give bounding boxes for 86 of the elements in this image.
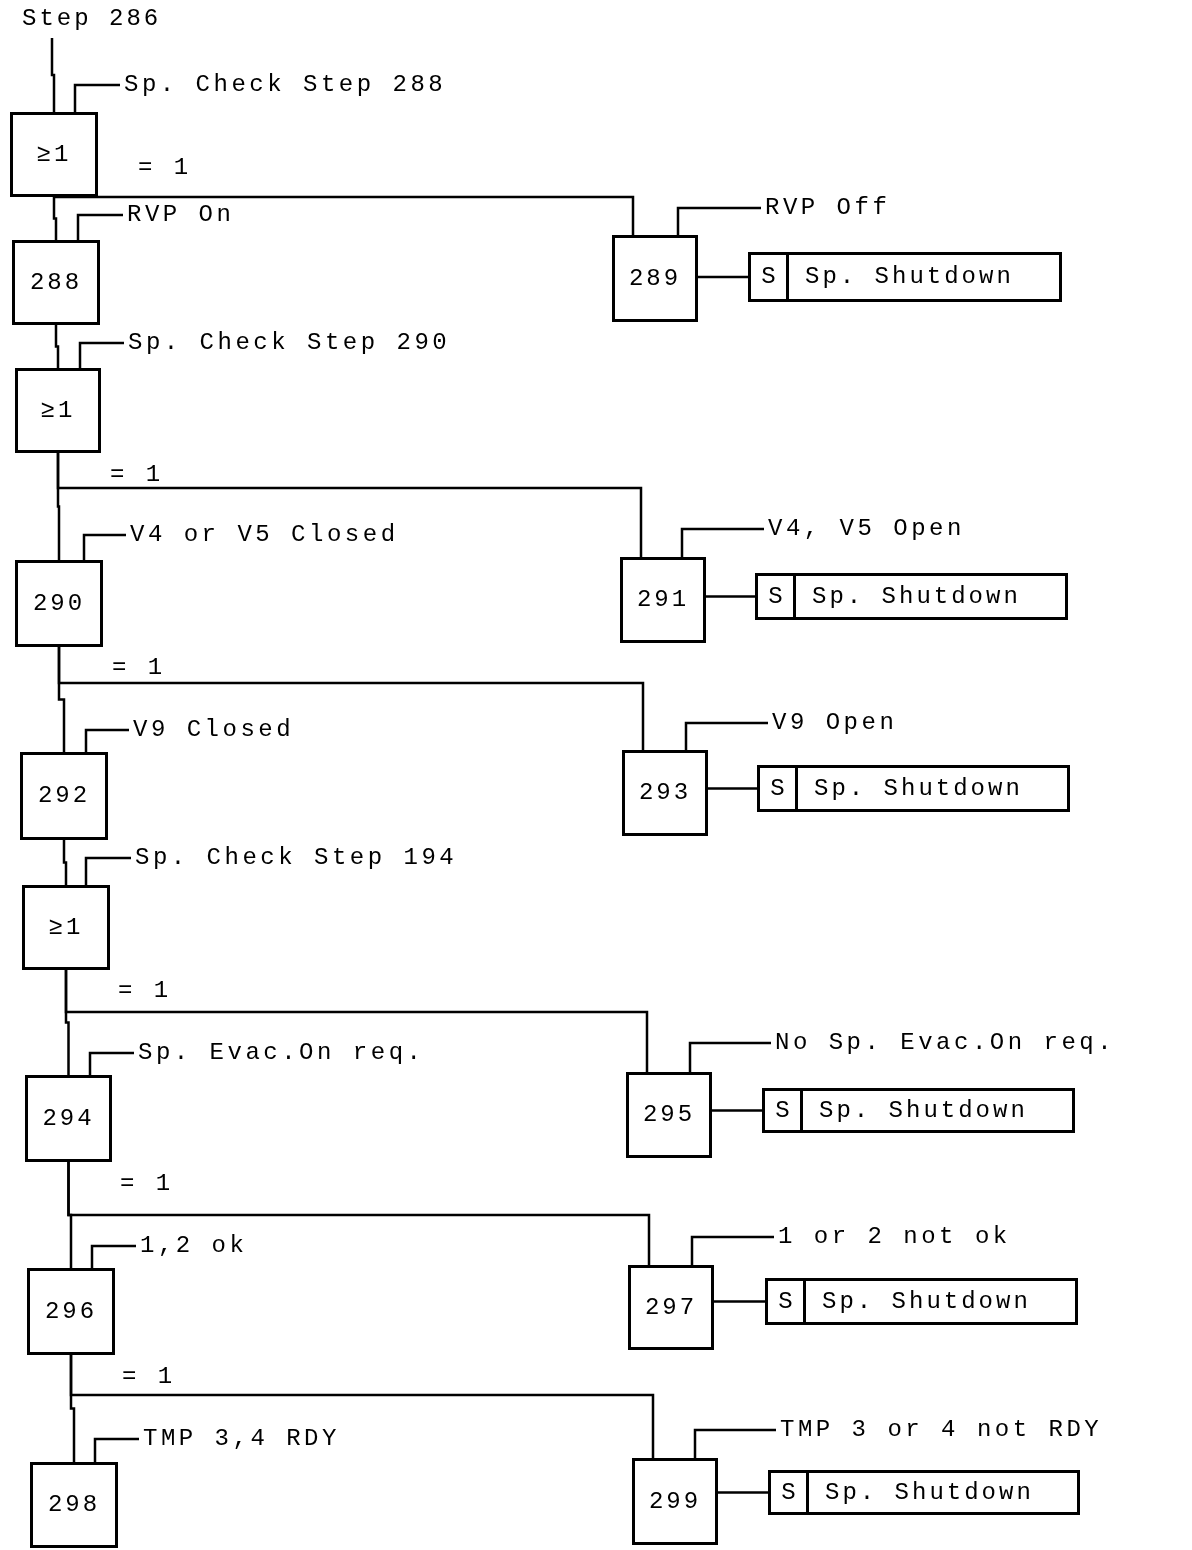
leader-line: [73, 83, 120, 112]
leader-line: [693, 1428, 776, 1458]
step-box: 297: [628, 1265, 714, 1350]
leader-line: [84, 728, 129, 752]
transition-condition: = 1: [118, 976, 172, 1006]
condition-label: RVP Off: [765, 193, 891, 223]
step-box: 290: [15, 560, 103, 647]
action-text: Sp. Shutdown: [811, 581, 1021, 612]
action-qualifier: S: [771, 1473, 809, 1512]
step-box: 299: [632, 1458, 718, 1545]
action-box: [768, 1470, 1080, 1515]
connector-line: [706, 595, 755, 598]
action-qualifier: S: [758, 576, 796, 617]
step-box: ≥1: [10, 112, 98, 197]
connector-line: [714, 1300, 765, 1303]
leader-line: [684, 721, 768, 750]
transition-condition: = 1: [110, 460, 164, 490]
condition-label: TMP 3,4 RDY: [143, 1424, 340, 1454]
leader-line: [93, 1437, 139, 1462]
leader-line: [688, 1041, 771, 1072]
step-box: 295: [626, 1072, 712, 1158]
condition-label: Sp. Check Step 288: [124, 70, 447, 100]
step-box: ≥1: [22, 885, 110, 970]
action-qualifier: S: [760, 768, 798, 809]
condition-label: No Sp. Evac.On req.: [775, 1028, 1116, 1058]
step-box: 291: [620, 557, 706, 643]
action-text: Sp. Shutdown: [821, 1286, 1031, 1317]
connector-line: [52, 195, 635, 235]
connector-line: [54, 325, 60, 368]
leader-line: [88, 1051, 134, 1075]
condition-label: 1 or 2 not ok: [778, 1222, 1011, 1252]
action-text: Sp. Shutdown: [824, 1477, 1034, 1508]
action-box: [755, 573, 1068, 620]
leader-line: [690, 1235, 774, 1265]
connector-line: [698, 275, 748, 279]
condition-label: Sp. Check Step 290: [128, 328, 451, 358]
step-box: 292: [20, 752, 108, 840]
action-text: Sp. Shutdown: [818, 1095, 1028, 1126]
action-box: [762, 1088, 1075, 1133]
condition-label: V4 or V5 Closed: [130, 520, 399, 550]
connector-line: [62, 840, 68, 885]
connector-line: [708, 787, 757, 790]
action-text: Sp. Shutdown: [804, 262, 1014, 292]
step-label: Step 286: [22, 4, 162, 34]
action-box: [765, 1278, 1078, 1325]
connector-line: [718, 1491, 768, 1494]
condition-label: V4, V5 Open: [768, 514, 965, 544]
condition-label: Sp. Evac.On req.: [138, 1038, 425, 1068]
action-box: [757, 765, 1070, 812]
transition-condition: = 1: [122, 1362, 176, 1392]
leader-line: [76, 213, 123, 240]
step-box: ≥1: [15, 368, 101, 453]
action-qualifier: S: [768, 1281, 806, 1322]
connector-line: [52, 197, 58, 240]
action-qualifier: S: [751, 255, 789, 299]
step-box: 294: [25, 1075, 112, 1162]
transition-condition: = 1: [120, 1169, 174, 1199]
connector-line: [50, 38, 56, 112]
leader-line: [78, 341, 124, 368]
step-box: 298: [30, 1462, 118, 1548]
leader-line: [84, 856, 131, 885]
connector-line: [67, 1162, 651, 1265]
step-box: 289: [612, 235, 698, 322]
step-box: 293: [622, 750, 708, 836]
action-text: Sp. Shutdown: [813, 773, 1023, 804]
action-box: [748, 252, 1062, 302]
transition-condition: = 1: [138, 153, 192, 183]
condition-label: RVP On: [127, 200, 235, 230]
connector-line: [712, 1109, 762, 1112]
condition-label: V9 Closed: [133, 715, 295, 745]
leader-line: [676, 206, 761, 235]
step-box: 288: [12, 240, 100, 325]
condition-label: V9 Open: [772, 708, 898, 738]
connector-line: [69, 1355, 655, 1458]
leader-line: [82, 533, 126, 560]
connector-line: [56, 453, 643, 557]
connector-line: [57, 647, 645, 750]
connector-line: [64, 970, 649, 1072]
condition-label: TMP 3 or 4 not RDY: [780, 1415, 1103, 1445]
leader-line: [90, 1244, 136, 1268]
condition-label: Sp. Check Step 194: [135, 843, 458, 873]
transition-condition: = 1: [112, 653, 166, 683]
leader-line: [680, 527, 764, 557]
step-box: 296: [27, 1268, 115, 1355]
action-qualifier: S: [765, 1091, 803, 1130]
condition-label: 1,2 ok: [140, 1231, 248, 1261]
